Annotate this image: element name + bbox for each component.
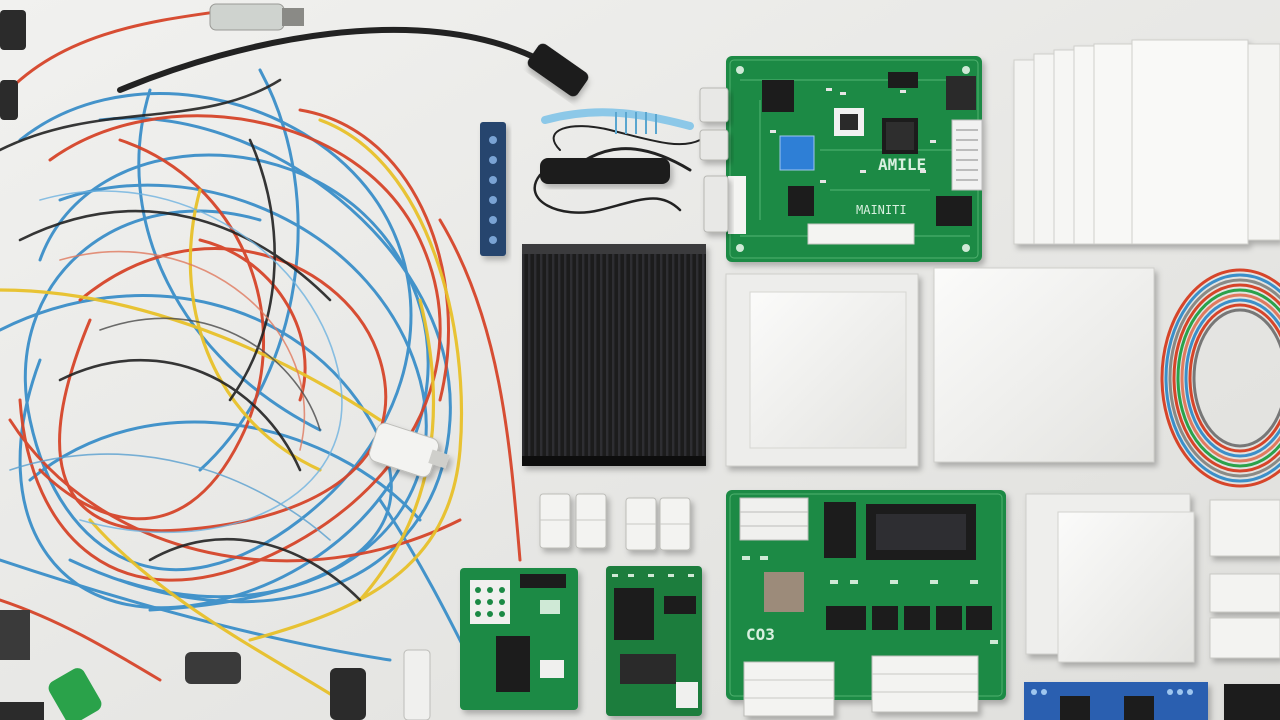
usb-cable <box>117 26 701 214</box>
bottom-left-connectors <box>0 610 431 720</box>
connector-cluster-top-left <box>0 3 304 120</box>
pcb-board-top: AMILE MAINITI <box>726 56 983 262</box>
slim-blue-module <box>480 122 506 256</box>
jack-connectors <box>699 87 729 233</box>
white-panel-right <box>933 267 1155 463</box>
white-panel-left <box>725 273 919 467</box>
pin-header <box>951 119 983 191</box>
coiled-cable <box>1160 268 1280 488</box>
wire-bundle <box>0 3 522 720</box>
heatsink <box>522 244 706 466</box>
pcb-board-bottom-mid <box>606 566 702 716</box>
blue-chip <box>779 135 815 171</box>
white-plug <box>368 422 450 478</box>
blue-board <box>1024 682 1280 720</box>
usb-plug <box>527 43 589 97</box>
board-silk-top: AMILE <box>878 155 926 174</box>
white-terminal-blocks <box>539 493 691 551</box>
pcb-board-bottom-left <box>460 568 578 710</box>
white-modules-right <box>1209 499 1280 659</box>
white-block-bottom-right <box>1025 493 1195 663</box>
board-silk-mid: MAINITI <box>856 203 907 217</box>
board-silk-bottom: CO3 <box>746 625 775 644</box>
inline-adapter <box>540 158 670 184</box>
white-card-stack <box>1013 39 1280 245</box>
pcb-board-bottom-center: CO3 <box>726 490 1006 717</box>
light-blue-cable <box>541 108 694 130</box>
